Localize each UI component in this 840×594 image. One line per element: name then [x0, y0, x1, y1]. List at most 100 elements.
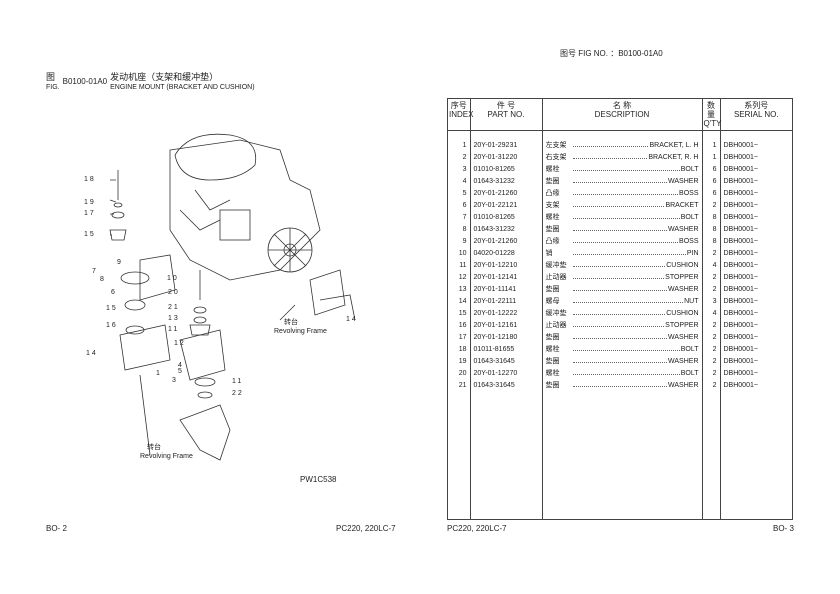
- leader-dots: [572, 285, 668, 291]
- row-desc-en: WASHER: [668, 333, 699, 341]
- leader-dots: [572, 273, 665, 279]
- fig-label-cn: 图: [46, 72, 56, 82]
- row-desc-en: BRACKET: [665, 201, 699, 209]
- row-part-no: 01010-81265: [470, 163, 543, 175]
- callout-18: 18: [84, 176, 96, 183]
- row-qty: 2: [702, 367, 721, 379]
- row-serial: DBH0001~: [723, 297, 758, 305]
- row-index: 21: [448, 379, 471, 391]
- row-serial: DBH0001~: [723, 213, 758, 221]
- fig-number: B0100-01A0: [62, 77, 108, 86]
- row-part-no: 01010-81265: [470, 211, 543, 223]
- row-qty: 2: [702, 379, 721, 391]
- row-index: 10: [448, 247, 471, 259]
- row-desc-en: BOSS: [679, 237, 699, 245]
- row-desc-en: CUSHION: [666, 261, 699, 269]
- row-desc-cn: 螺栓: [545, 213, 560, 221]
- row-qty: 2: [702, 343, 721, 355]
- row-part-no: 01643-31232: [470, 175, 543, 187]
- leader-dots: [572, 165, 680, 171]
- row-serial: DBH0001~: [723, 333, 758, 341]
- row-desc-en: BOLT: [680, 213, 699, 221]
- callout-14: 14: [346, 316, 358, 323]
- callout-15b: 15: [106, 305, 118, 312]
- row-part-no: 04020-01228: [470, 247, 543, 259]
- row-desc-cn: 垫圈: [545, 285, 560, 293]
- leader-dots: [572, 369, 680, 375]
- row-serial: DBH0001~: [723, 345, 758, 353]
- callout-10: 10: [167, 275, 179, 282]
- revolving-frame-en-2: Revolving Frame: [140, 453, 193, 460]
- title-en: ENGINE MOUNT (BRACKET AND CUSHION): [110, 84, 255, 91]
- callout-11: 11: [168, 326, 180, 333]
- row-serial: DBH0001~: [723, 261, 758, 269]
- callout-16: 16: [106, 322, 118, 329]
- row-index: 15: [448, 307, 471, 319]
- row-desc-cn: 左支架: [545, 141, 567, 149]
- row-index: 17: [448, 331, 471, 343]
- row-part-no: 20Y-01-21260: [470, 235, 543, 247]
- row-desc-cn: 垫圈: [545, 177, 560, 185]
- row-qty: 4: [702, 259, 721, 271]
- leader-dots: [572, 309, 666, 315]
- row-index: 11: [448, 259, 471, 271]
- row-qty: 8: [702, 235, 721, 247]
- revolving-frame-en-1: Revolving Frame: [274, 328, 327, 335]
- row-serial: DBH0001~: [723, 273, 758, 281]
- leader-dots: [572, 345, 680, 351]
- row-serial: DBH0001~: [723, 321, 758, 329]
- row-part-no: 01643-31645: [470, 355, 543, 367]
- row-serial: DBH0001~: [723, 225, 758, 233]
- leader-dots: [572, 333, 668, 339]
- row-desc-en: CUSHION: [666, 309, 699, 317]
- row-serial: DBH0001~: [723, 369, 758, 377]
- row-serial: DBH0001~: [723, 153, 758, 161]
- right-page-number: BO- 3: [773, 524, 794, 533]
- row-part-no: 20Y-01-12270: [470, 367, 543, 379]
- row-qty: 2: [702, 331, 721, 343]
- leader-dots: [572, 189, 679, 195]
- row-serial: DBH0001~: [723, 237, 758, 245]
- row-desc-en: BOLT: [680, 165, 699, 173]
- row-desc-cn: 止动器: [545, 273, 567, 281]
- row-index: 5: [448, 187, 471, 199]
- row-desc-cn: 止动器: [545, 321, 567, 329]
- row-qty: 6: [702, 187, 721, 199]
- row-desc-cn: 销: [545, 249, 553, 257]
- row-desc-en: NUT: [684, 297, 699, 305]
- callout-17: 17: [84, 210, 96, 217]
- callout-9: 9: [117, 259, 123, 266]
- row-qty: 8: [702, 223, 721, 235]
- row-part-no: 20Y-01-21260: [470, 187, 543, 199]
- callout-6: 6: [111, 289, 117, 296]
- row-desc-cn: 右支架: [545, 153, 567, 161]
- row-index: 13: [448, 283, 471, 295]
- leader-dots: [572, 177, 668, 183]
- callout-5: 5: [178, 368, 184, 375]
- callout-19: 19: [84, 199, 96, 206]
- row-qty: 1: [702, 151, 721, 163]
- row-serial: DBH0001~: [723, 189, 758, 197]
- callout-21: 21: [168, 304, 180, 311]
- callout-12: 12: [174, 340, 186, 347]
- leader-dots: [572, 153, 648, 159]
- engine-mount-drawing: [109, 133, 356, 461]
- row-part-no: 20Y-01-29231: [470, 139, 543, 151]
